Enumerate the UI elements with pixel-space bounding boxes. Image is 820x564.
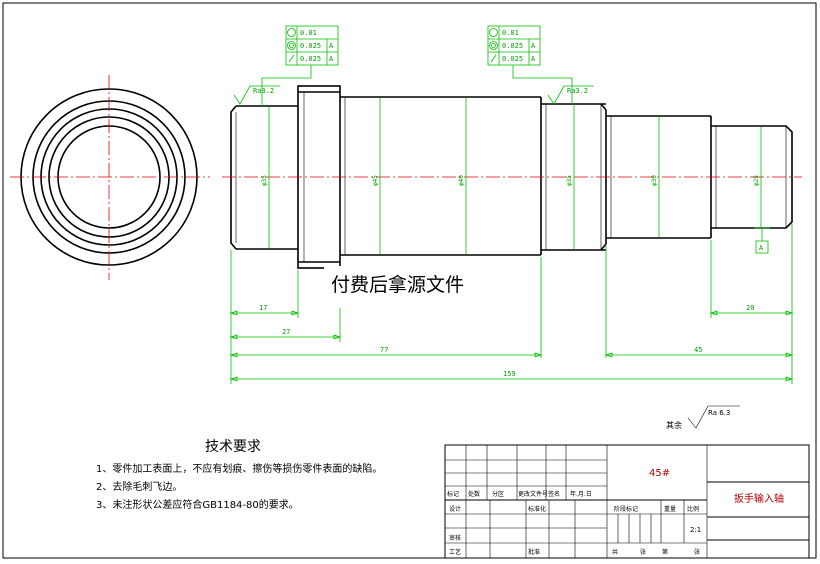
dim-77: 77 — [380, 346, 388, 354]
end-view — [10, 75, 210, 280]
tech-requirement-3: 3、未注形状公差应符合GB1184-80的要求。 — [96, 498, 299, 511]
diameter-label-1: φ35 — [261, 175, 268, 186]
watermark-text: 付费后拿源文件 — [331, 273, 464, 296]
dim-17: 17 — [259, 304, 267, 312]
shaft-front-view — [222, 85, 802, 269]
dim-159: 159 — [503, 370, 516, 378]
diameter-label-5: φ30 — [651, 175, 658, 186]
svg-text:0.025: 0.025 — [502, 42, 523, 50]
diameter-label-3: φ40 — [458, 175, 465, 186]
datum-symbol: A — [754, 227, 770, 254]
diameter-label-6: φ25 — [753, 175, 760, 186]
svg-text:A: A — [531, 42, 536, 50]
circularity-icon — [287, 28, 296, 37]
svg-text:处数: 处数 — [468, 490, 480, 498]
svg-text:设计: 设计 — [449, 505, 461, 513]
svg-text:A: A — [329, 55, 334, 63]
diameter-label-4: φ35 — [566, 175, 573, 186]
dim-20: 20 — [746, 304, 754, 312]
svg-text:A: A — [759, 244, 764, 252]
svg-text:A: A — [531, 55, 536, 63]
svg-text:Ra3.2: Ra3.2 — [567, 87, 588, 95]
svg-text:第: 第 — [662, 548, 668, 556]
tolerance-frame-left: 0.01 0.025 A 0.025 A — [261, 25, 339, 106]
svg-text:0.01: 0.01 — [300, 29, 317, 37]
svg-text:批准: 批准 — [528, 548, 540, 556]
svg-text:工艺: 工艺 — [449, 548, 461, 556]
svg-text:张: 张 — [694, 548, 700, 556]
svg-text:重量: 重量 — [664, 505, 676, 513]
dim-45: 45 — [694, 346, 702, 354]
dim-27: 27 — [282, 328, 290, 336]
svg-text:标准化: 标准化 — [528, 505, 546, 513]
diameter-label-2: φ45 — [372, 175, 379, 186]
runout-icon — [288, 54, 295, 63]
concentricity-icon — [287, 41, 296, 50]
part-name: 扳手输入轴 — [734, 492, 784, 505]
svg-text:Ra 6.3: Ra 6.3 — [708, 409, 730, 417]
material-text: 45# — [649, 468, 670, 479]
svg-text:共: 共 — [612, 548, 618, 556]
tech-requirement-2: 2、去除毛刺飞边。 — [96, 480, 182, 493]
svg-text:更改文件号: 更改文件号 — [518, 490, 548, 498]
roughness-right: Ra3.2 — [547, 85, 594, 105]
svg-text:标记: 标记 — [447, 490, 459, 498]
svg-text:张: 张 — [640, 548, 646, 556]
diameter-dimensions: φ35 φ45 φ40 φ35 φ30 φ25 — [261, 98, 762, 254]
svg-text:其余: 其余 — [666, 420, 682, 430]
length-dimensions: 17 27 20 77 45 159 — [229, 224, 794, 384]
svg-text:分区: 分区 — [492, 490, 504, 498]
svg-text:0.025: 0.025 — [502, 55, 523, 63]
svg-text:年.月.日: 年.月.日 — [570, 490, 592, 498]
tolerance-frame-right: 0.01 0.025 A 0.025 A — [487, 25, 573, 104]
svg-text:0.025: 0.025 — [300, 55, 321, 63]
svg-text:签名: 签名 — [548, 490, 560, 498]
svg-text:A: A — [329, 42, 334, 50]
svg-text:审核: 审核 — [449, 534, 461, 542]
roughness-rest: 其余 Ra 6.3 — [666, 405, 740, 430]
roughness-left: Ra3.2 — [233, 85, 280, 105]
tech-requirements: 技术要求 1、零件加工表面上，不应有划痕、擦伤等损伤零件表面的缺陷。 2、去除毛… — [96, 439, 382, 511]
svg-text:比例: 比例 — [687, 505, 699, 513]
svg-text:0.01: 0.01 — [502, 29, 519, 37]
title-block: 标记 处数 分区 更改文件号 签名 年.月.日 设计 标准化 审核 工艺 批准 … — [444, 444, 810, 559]
tech-requirements-title: 技术要求 — [205, 439, 261, 455]
svg-text:阶段标记: 阶段标记 — [614, 505, 638, 513]
svg-text:Ra3.2: Ra3.2 — [253, 87, 274, 95]
watermark-background — [324, 266, 492, 300]
scale-value: 2:1 — [690, 526, 701, 534]
svg-text:0.025: 0.025 — [300, 42, 321, 50]
tech-requirement-1: 1、零件加工表面上，不应有划痕、擦伤等损伤零件表面的缺陷。 — [96, 462, 382, 475]
